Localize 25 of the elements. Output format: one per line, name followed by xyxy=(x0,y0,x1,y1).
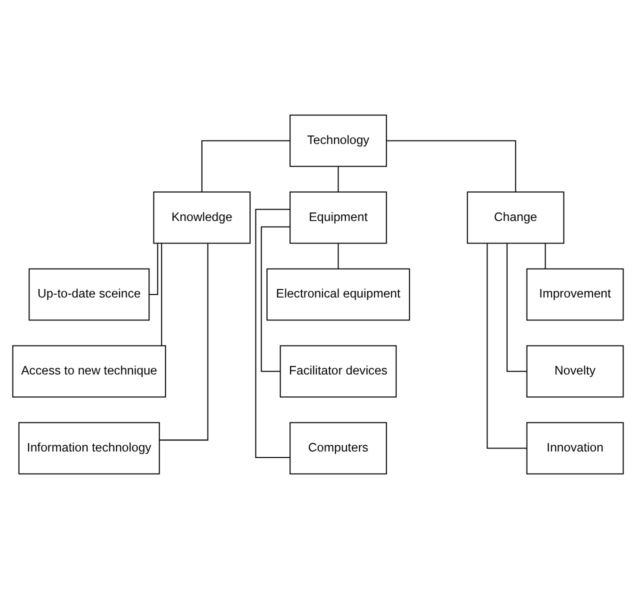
node-box: Technology xyxy=(290,114,387,167)
node-box: Electronical equipment xyxy=(266,268,410,321)
node-box: Facilitator devices xyxy=(280,345,397,398)
connector xyxy=(160,244,208,441)
connector xyxy=(338,244,339,269)
connector xyxy=(255,208,290,458)
node-box: Innovation xyxy=(526,422,624,474)
connector xyxy=(486,244,527,449)
node-box: Computers xyxy=(290,422,387,474)
connector xyxy=(149,244,158,296)
node-box: Novelty xyxy=(526,345,624,398)
connector xyxy=(260,226,290,372)
node-box: Information technology xyxy=(18,422,160,474)
connector xyxy=(201,140,290,192)
node-box: Improvement xyxy=(526,268,624,321)
connector xyxy=(506,243,527,372)
connector xyxy=(544,244,546,269)
node-box: Change xyxy=(466,191,564,244)
node-box: Knowledge xyxy=(153,191,251,244)
node-box: Equipment xyxy=(290,191,387,244)
connector xyxy=(338,166,339,192)
connector xyxy=(161,243,162,346)
node-box: Access to new technique xyxy=(12,345,166,398)
node-box: Up-to-date sceince xyxy=(28,268,150,321)
connector xyxy=(386,140,516,192)
